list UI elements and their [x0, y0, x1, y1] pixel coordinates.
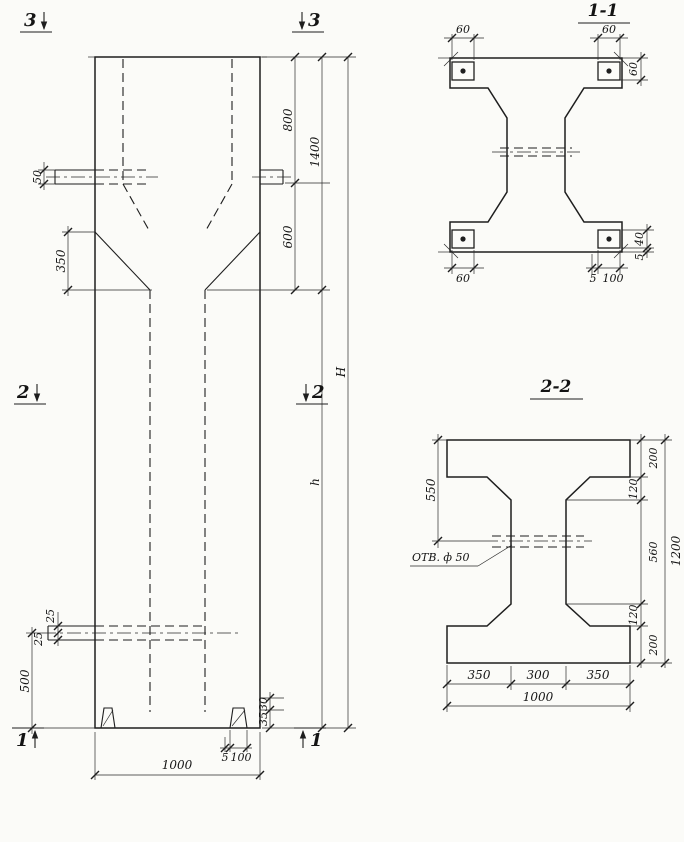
taper-lines: [94, 231, 261, 291]
dimension-lines: [31, 57, 349, 776]
section-2-2-outline: [446, 439, 631, 664]
s22-dim-350-left: 350: [468, 668, 491, 682]
dim-h: h: [308, 478, 322, 486]
section-mark-1-right: 1: [294, 727, 326, 751]
section-mark-3-right-label: 3: [308, 10, 321, 31]
section-mark-2-right: 2: [296, 382, 328, 405]
elevation-view: 800 600 1400 H h 50 350 500 25 25 30 35 …: [12, 10, 356, 780]
s22-dim-560: 560: [647, 542, 660, 563]
dim-50: 50: [31, 170, 44, 184]
section-2-2-title: 2-2: [540, 377, 572, 397]
s22-dim-200-bottom: 200: [647, 635, 660, 657]
embedded-plate-left: [46, 169, 158, 185]
dim-500: 500: [18, 669, 32, 692]
hole-callout: ОТВ. ф 50: [412, 551, 470, 564]
extension-lines: [26, 56, 356, 780]
section-mark-1-left-label: 1: [16, 730, 29, 751]
section-mark-2-right-label: 2: [311, 382, 325, 403]
s11-dim-5: 5: [590, 272, 597, 285]
section-mark-1-left: 1: [12, 727, 44, 751]
s11-dim-60-bl: 60: [456, 272, 470, 285]
hole-callout-group: ОТВ. ф 50: [410, 544, 513, 567]
dim-1000-width: 1000: [162, 758, 193, 772]
s11-dim-40: 40: [633, 232, 646, 247]
section-mark-3-left: 3: [20, 10, 52, 33]
section-1-1-hole-lines: [492, 147, 580, 157]
s11-dim-60-tl: 60: [456, 23, 470, 36]
corner-plate-top-left: [443, 51, 475, 81]
embedded-plate-right: [252, 169, 292, 185]
base-shoe-left: [100, 707, 116, 729]
hidden-web-lines-lower: [149, 290, 206, 712]
section-mark-3-left-label: 3: [24, 10, 37, 31]
s11-dim-5-side: 5: [633, 254, 646, 261]
s11-dim-60-side: 60: [627, 62, 640, 76]
s22-dim-300: 300: [527, 668, 550, 682]
corner-plate-bottom-left: [443, 229, 475, 259]
section-1-1-view: 1-1: [438, 1, 654, 285]
s22-dim-1200: 1200: [669, 535, 683, 566]
section-1-1-outline: [449, 57, 623, 253]
s22-dim-550: 550: [424, 478, 438, 501]
dimension-ticks: [27, 52, 353, 780]
column-outline: [94, 56, 261, 729]
s22-dim-350-right: 350: [587, 668, 610, 682]
corner-plate-top-right: [597, 51, 629, 81]
section-2-2-hole-lines: [484, 535, 592, 548]
section-mark-1-right-label: 1: [310, 730, 323, 751]
dim-H: H: [334, 366, 348, 378]
dim-35: 35: [257, 712, 270, 726]
dim-100-base: 100: [231, 751, 252, 764]
dim-25-a: 25: [44, 609, 57, 624]
section-2-2-dim-lines: [432, 434, 672, 712]
dim-800: 800: [281, 108, 295, 131]
s11-dim-100: 100: [603, 272, 624, 285]
s22-dim-1000: 1000: [523, 690, 554, 704]
dim-350: 350: [54, 249, 68, 272]
dim-5-base: 5: [222, 751, 229, 764]
section-1-1-title: 1-1: [588, 1, 619, 21]
s22-dim-200-top: 200: [647, 448, 660, 470]
corner-plate-bottom-right: [597, 229, 629, 259]
lower-fixture: [42, 625, 240, 641]
section-mark-3-right: 3: [292, 10, 324, 33]
dim-1400: 1400: [308, 136, 322, 167]
hidden-web-lines-upper: [122, 59, 233, 233]
dim-25-b: 25: [32, 632, 45, 647]
s11-dim-60-tr: 60: [602, 23, 616, 36]
s22-dim-120-top: 120: [627, 479, 640, 500]
section-mark-2-left-label: 2: [16, 382, 30, 403]
section-2-2-view: 2-2 ОТВ. ф 50: [410, 377, 683, 712]
base-shoe-right: [229, 707, 248, 729]
dim-30: 30: [257, 697, 270, 711]
s22-dim-120-bottom: 120: [627, 605, 640, 626]
section-mark-2-left: 2: [14, 382, 46, 405]
dim-600: 600: [281, 225, 295, 248]
